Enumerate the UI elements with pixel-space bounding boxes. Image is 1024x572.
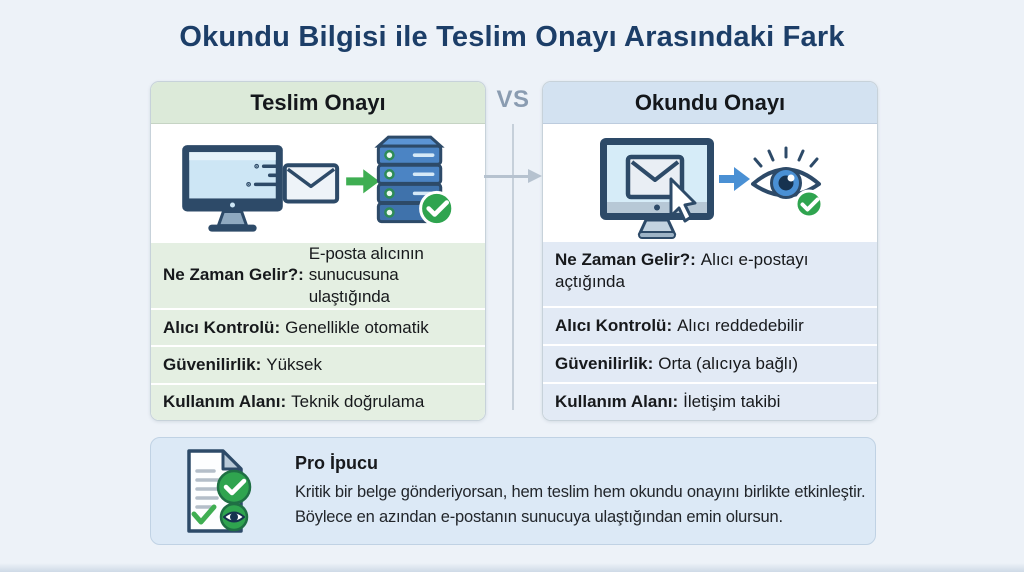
row-value: Teknik doğrulama	[291, 392, 425, 412]
row-value: Genellikle otomatik	[285, 317, 429, 337]
row-value: Alıcı e-postayı açtığında	[555, 250, 809, 292]
document-verified-icon	[181, 447, 253, 535]
pro-tip-text: Pro İpucu Kritik bir belge gönderiyorsan…	[295, 452, 866, 530]
row-label: Kullanım Alanı:	[555, 392, 679, 411]
pro-tip-title: Pro İpucu	[295, 452, 379, 473]
delivery-row-control: Alıcı Kontrolü: Genellikle otomatik	[151, 309, 485, 346]
eye-icon	[751, 146, 821, 199]
read-card-header: Okundu Onayı	[543, 82, 877, 124]
speed-lines-icon	[246, 163, 282, 187]
delivery-row-reliability: Güvenilirlik: Yüksek	[151, 347, 485, 383]
delivery-row-when: Ne Zaman Gelir?: E-posta alıcının sunucu…	[151, 242, 485, 308]
row-value: İletişim takibi	[683, 392, 781, 411]
pro-tip-line-1: Kritik bir belge gönderiyorsan, hem tesl…	[295, 482, 866, 501]
monitor-icon	[182, 145, 283, 232]
blue-arrow-right-icon	[719, 167, 750, 191]
row-value: E-posta alıcının sunucusuna ulaştığında	[308, 243, 424, 307]
delivery-card: Teslim Onayı	[150, 81, 486, 421]
bottom-shadow	[0, 563, 1024, 572]
flow-arrow-head-icon	[528, 169, 542, 183]
green-arrow-right-icon	[346, 169, 380, 194]
row-value: Alıcı reddedebilir	[677, 316, 804, 335]
row-label: Alıcı Kontrolü:	[163, 317, 281, 337]
row-label: Alıcı Kontrolü:	[555, 316, 673, 335]
row-label: Ne Zaman Gelir?:	[163, 265, 304, 285]
pro-tip-box: Pro İpucu Kritik bir belge gönderiyorsan…	[150, 437, 876, 545]
delivery-illustration-svg	[182, 135, 455, 232]
check-circle-icon	[419, 190, 455, 227]
row-value: Yüksek	[266, 354, 322, 374]
delivery-card-header: Teslim Onayı	[151, 82, 485, 124]
read-row-usage: Kullanım Alanı: İletişim takibi	[543, 384, 877, 420]
divider-line	[512, 124, 514, 410]
eye-circle-icon	[219, 502, 249, 532]
row-value: Orta (alıcıya bağlı)	[658, 354, 799, 373]
page-title: Okundu Bilgisi ile Teslim Onayı Arasında…	[179, 21, 845, 53]
vs-label: VS	[496, 86, 530, 113]
delivery-rows: Ne Zaman Gelir?: E-posta alıcının sunucu…	[151, 242, 485, 420]
row-label: Güvenilirlik:	[163, 354, 262, 374]
envelope-icon	[625, 154, 685, 200]
read-illustration-svg	[600, 138, 824, 239]
row-label: Güvenilirlik:	[555, 354, 654, 373]
row-label: Ne Zaman Gelir?:	[555, 250, 696, 269]
envelope-icon	[282, 163, 340, 204]
read-row-when: Ne Zaman Gelir?:Alıcı e-postayı açtığınd…	[543, 242, 877, 306]
row-label: Kullanım Alanı:	[163, 392, 287, 412]
read-row-reliability: Güvenilirlik: Orta (alıcıya bağlı)	[543, 346, 877, 382]
delivery-illustration	[151, 124, 485, 243]
read-card: Okundu Onayı	[542, 81, 878, 421]
cursor-icon	[669, 177, 697, 223]
check-icon	[191, 504, 217, 525]
delivery-row-usage: Kullanım Alanı: Teknik doğrulama	[151, 384, 485, 420]
flow-arrow-icon	[484, 175, 529, 178]
read-illustration	[543, 124, 877, 242]
check-circle-icon	[216, 469, 252, 505]
check-circle-icon	[794, 189, 824, 219]
read-rows: Ne Zaman Gelir?:Alıcı e-postayı açtığınd…	[543, 242, 877, 420]
pro-tip-line-2: Böylece en azından e-postanın sunucuya u…	[295, 507, 783, 526]
read-row-control: Alıcı Kontrolü: Alıcı reddedebilir	[543, 308, 877, 344]
